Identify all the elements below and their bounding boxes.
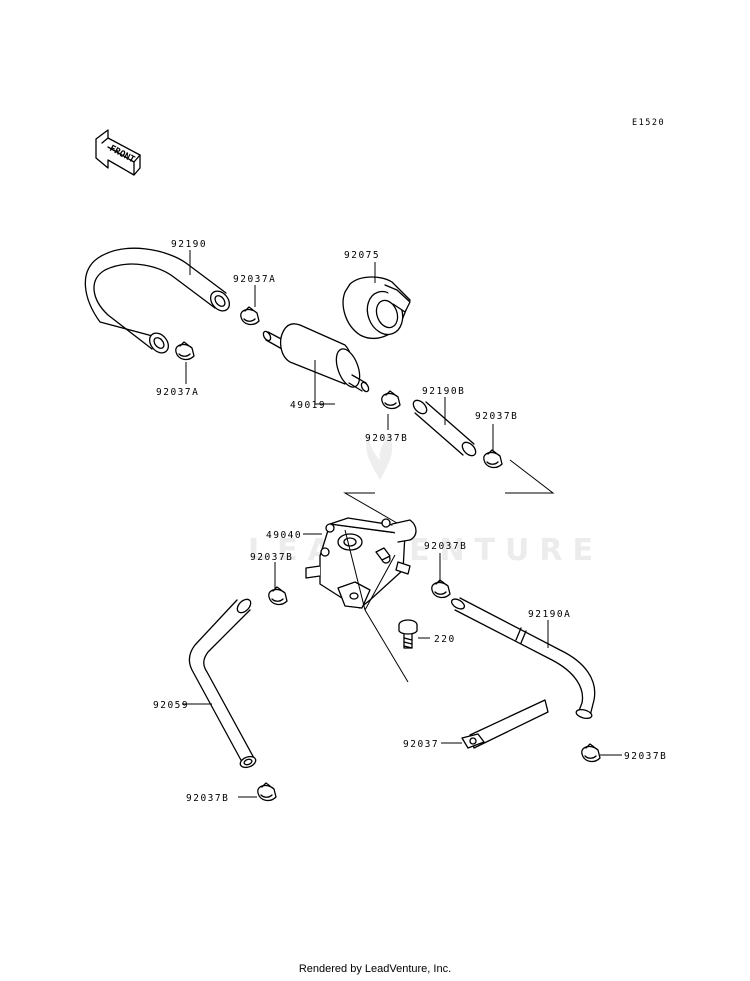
clamp-92037B-6 <box>581 743 601 763</box>
label-92037B-2: 92037B <box>475 411 518 422</box>
clamp-92037B-5 <box>257 782 277 802</box>
label-92059: 92059 <box>153 700 189 711</box>
label-92037B-3: 92037B <box>424 541 467 552</box>
watermark: LEADVENTURE <box>248 430 603 568</box>
label-92037B-4: 92037B <box>250 552 293 563</box>
label-92037: 92037 <box>403 739 439 750</box>
clamp-92037B-1 <box>381 390 401 410</box>
part-labels: 92190 92037A 92037A 92075 49019 92190B 9… <box>153 239 667 804</box>
hose-92190 <box>84 247 231 354</box>
fuel-pump-49040 <box>305 517 417 683</box>
label-92075: 92075 <box>344 250 380 261</box>
hose-92059 <box>188 598 257 769</box>
watermark-text: LEADVENTURE <box>248 533 603 568</box>
label-92037A-bottom: 92037A <box>156 387 199 398</box>
screw-220 <box>398 619 418 649</box>
fuel-filter-49019 <box>262 323 370 393</box>
filter-holder-92075 <box>342 276 411 339</box>
diagram-code: E1520 <box>632 118 665 128</box>
clamp-92037A-top <box>240 306 260 326</box>
hose-92190B <box>412 399 477 457</box>
front-arrow-icon: FRONT <box>95 129 141 176</box>
label-92037B-5: 92037B <box>186 793 229 804</box>
label-92037B-1: 92037B <box>365 433 408 444</box>
clamp-strip-92037 <box>461 699 549 749</box>
label-92037A-top: 92037A <box>233 274 276 285</box>
label-92190B: 92190B <box>422 386 465 397</box>
hose-92190A <box>450 597 596 720</box>
label-220: 220 <box>434 634 456 645</box>
clamp-92037A-bottom <box>175 341 195 361</box>
clamp-92037B-4 <box>268 586 288 606</box>
clamp-92037B-2 <box>483 449 503 469</box>
label-92190A: 92190A <box>528 609 571 620</box>
leader-lines <box>182 250 622 798</box>
footer-credit: Rendered by LeadVenture, Inc. <box>298 963 452 975</box>
label-49019: 49019 <box>290 400 326 411</box>
label-49040: 49040 <box>266 530 302 541</box>
label-92037B-6: 92037B <box>624 751 667 762</box>
clamp-92037B-3 <box>431 579 451 599</box>
label-92190: 92190 <box>171 239 207 250</box>
